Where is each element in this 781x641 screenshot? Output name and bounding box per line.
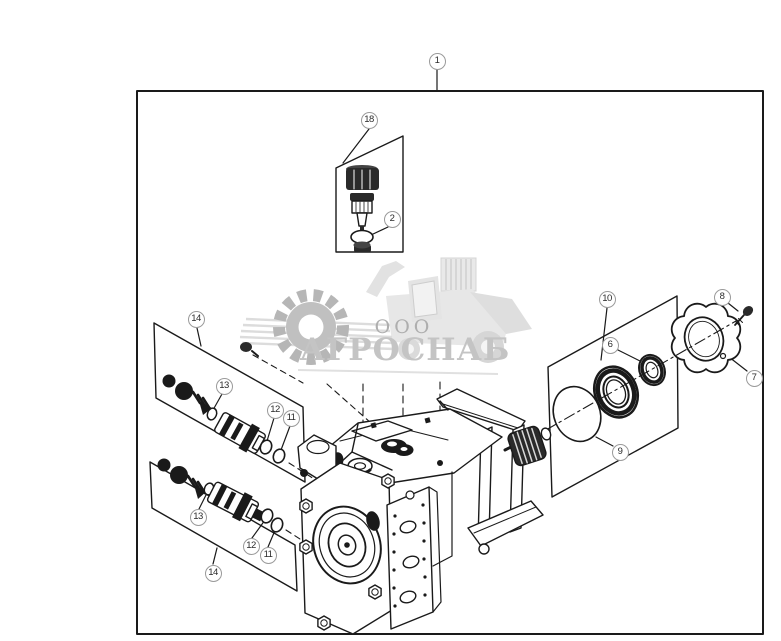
callout-13-lower[interactable]: 13 [189, 508, 207, 526]
part-o-ring-11-upper [272, 448, 286, 464]
watermark-company-type: ООО [374, 316, 434, 338]
part-o-ring-13-upper [206, 407, 218, 421]
part-o-ring-12-lower [260, 508, 274, 524]
part-cover-plate-7 [670, 302, 742, 374]
watermark-company-name: АГРОСНАБ [299, 332, 511, 368]
part-relief-valve-box-lower [149, 458, 315, 592]
callout-12-upper[interactable]: 12 [266, 401, 284, 419]
callout-13-upper[interactable]: 13 [215, 377, 233, 395]
callout-11-upper[interactable]: 11 [282, 409, 300, 427]
valve-plate [386, 471, 453, 630]
part-seal-6 [638, 353, 666, 387]
callout-1[interactable]: 1 [428, 52, 446, 70]
part-cartridge-lower [206, 481, 265, 523]
callout-2[interactable]: 2 [383, 210, 401, 228]
frame-border [136, 90, 764, 635]
hex-bolts [299, 473, 395, 631]
leader-lines [196, 69, 748, 565]
part-seal-kit-box-10 [547, 295, 679, 498]
callout-14-upper[interactable]: 14 [187, 310, 205, 328]
part-pump-body [297, 388, 552, 635]
part-plug-18 [353, 241, 371, 252]
callout-9[interactable]: 9 [611, 443, 629, 461]
part-screw-8 [734, 306, 754, 326]
part-small-fitting [240, 342, 259, 357]
gear-watermark-icon [273, 289, 349, 365]
harvester-watermark-art [239, 257, 532, 375]
part-box-18 [335, 135, 404, 253]
callout-7[interactable]: 7 [745, 369, 763, 387]
callout-14-lower[interactable]: 14 [204, 564, 222, 582]
part-o-ring-12-upper [259, 439, 273, 455]
part-relief-valve-box-upper [153, 322, 323, 485]
part-valve-assembly-18 [346, 165, 379, 231]
callout-18[interactable]: 18 [360, 111, 378, 129]
callout-10[interactable]: 10 [598, 290, 616, 308]
callout-11-lower[interactable]: 11 [259, 546, 277, 564]
part-shaft-seal [592, 365, 640, 419]
part-gear-shaft [503, 425, 552, 467]
callout-12-lower[interactable]: 12 [242, 537, 260, 555]
part-o-ring-11-lower [270, 517, 284, 533]
callout-6[interactable]: 6 [601, 336, 619, 354]
callout-8[interactable]: 8 [713, 288, 731, 306]
